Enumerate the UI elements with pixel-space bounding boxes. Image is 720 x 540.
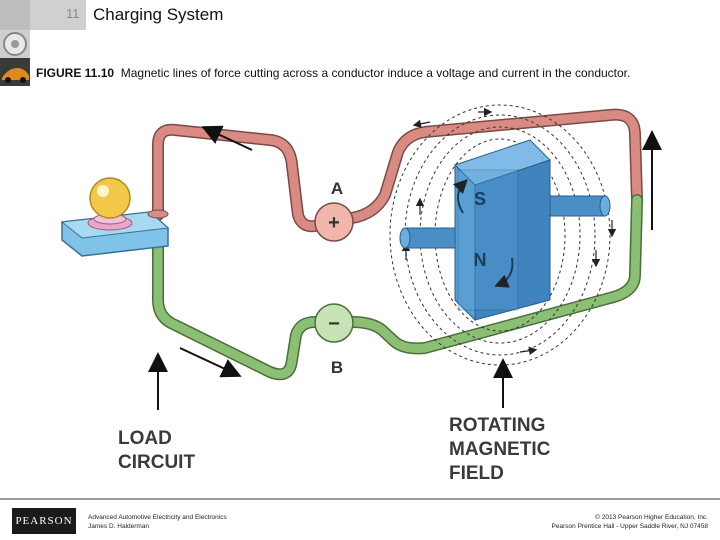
field-line1: ROTATING xyxy=(449,415,545,436)
charging-diagram: + A − B S N xyxy=(60,104,662,484)
book-title: Advanced Automotive Electricity and Elec… xyxy=(88,514,227,521)
rotating-field-label: ROTATING MAGNETIC FIELD xyxy=(449,415,551,484)
figure-caption: FIGURE 11.10 Magnetic lines of force cut… xyxy=(36,66,630,80)
field-line3: FIELD xyxy=(449,463,504,484)
wheel-icon xyxy=(3,32,27,56)
figure-caption-text: Magnetic lines of force cutting across a… xyxy=(120,66,631,80)
terminal-a: + A xyxy=(314,179,354,242)
publisher: Pearson Prentice Hall - Upper Saddle Riv… xyxy=(551,523,708,530)
load-circuit-line1: LOAD xyxy=(118,428,172,449)
thumbnail-image xyxy=(0,58,30,86)
minus-sign: − xyxy=(328,313,340,335)
terminal-b-label: B xyxy=(331,358,343,377)
pearson-logo: PEARSON xyxy=(12,508,76,534)
figure-label: FIGURE 11.10 xyxy=(36,66,115,80)
current-arrows xyxy=(148,125,662,410)
footer-copyright: © 2013 Pearson Higher Education, Inc. Pe… xyxy=(552,513,708,531)
plus-sign: + xyxy=(328,212,340,234)
author: James D. Halderman xyxy=(88,523,150,530)
terminal-a-label: A xyxy=(331,179,343,198)
slide-number-box xyxy=(30,0,86,30)
load-circuit-line2: CIRCUIT xyxy=(118,452,195,473)
field-line2: MAGNETIC xyxy=(449,439,551,460)
field-direction-arrows xyxy=(401,107,617,355)
footer-divider xyxy=(0,498,720,500)
thumbnail-image xyxy=(0,0,30,30)
terminal-b: − B xyxy=(314,303,354,377)
load-lamp xyxy=(60,177,170,257)
pole-n-label: N xyxy=(474,250,487,270)
footer-book-info: Advanced Automotive Electricity and Elec… xyxy=(88,513,227,531)
pole-s-label: S xyxy=(474,189,486,209)
rotating-magnet: S N xyxy=(399,139,611,322)
positive-wire xyxy=(152,108,643,233)
car-icon xyxy=(2,68,29,83)
thumbnail-image xyxy=(0,30,30,58)
slide-title: Charging System xyxy=(93,5,224,24)
load-circuit-label: LOAD CIRCUIT xyxy=(118,428,195,473)
header-thumbnails xyxy=(0,0,30,86)
slide-number: 11 xyxy=(66,6,80,21)
copyright: © 2013 Pearson Higher Education, Inc. xyxy=(595,514,708,521)
negative-wire xyxy=(152,194,643,381)
